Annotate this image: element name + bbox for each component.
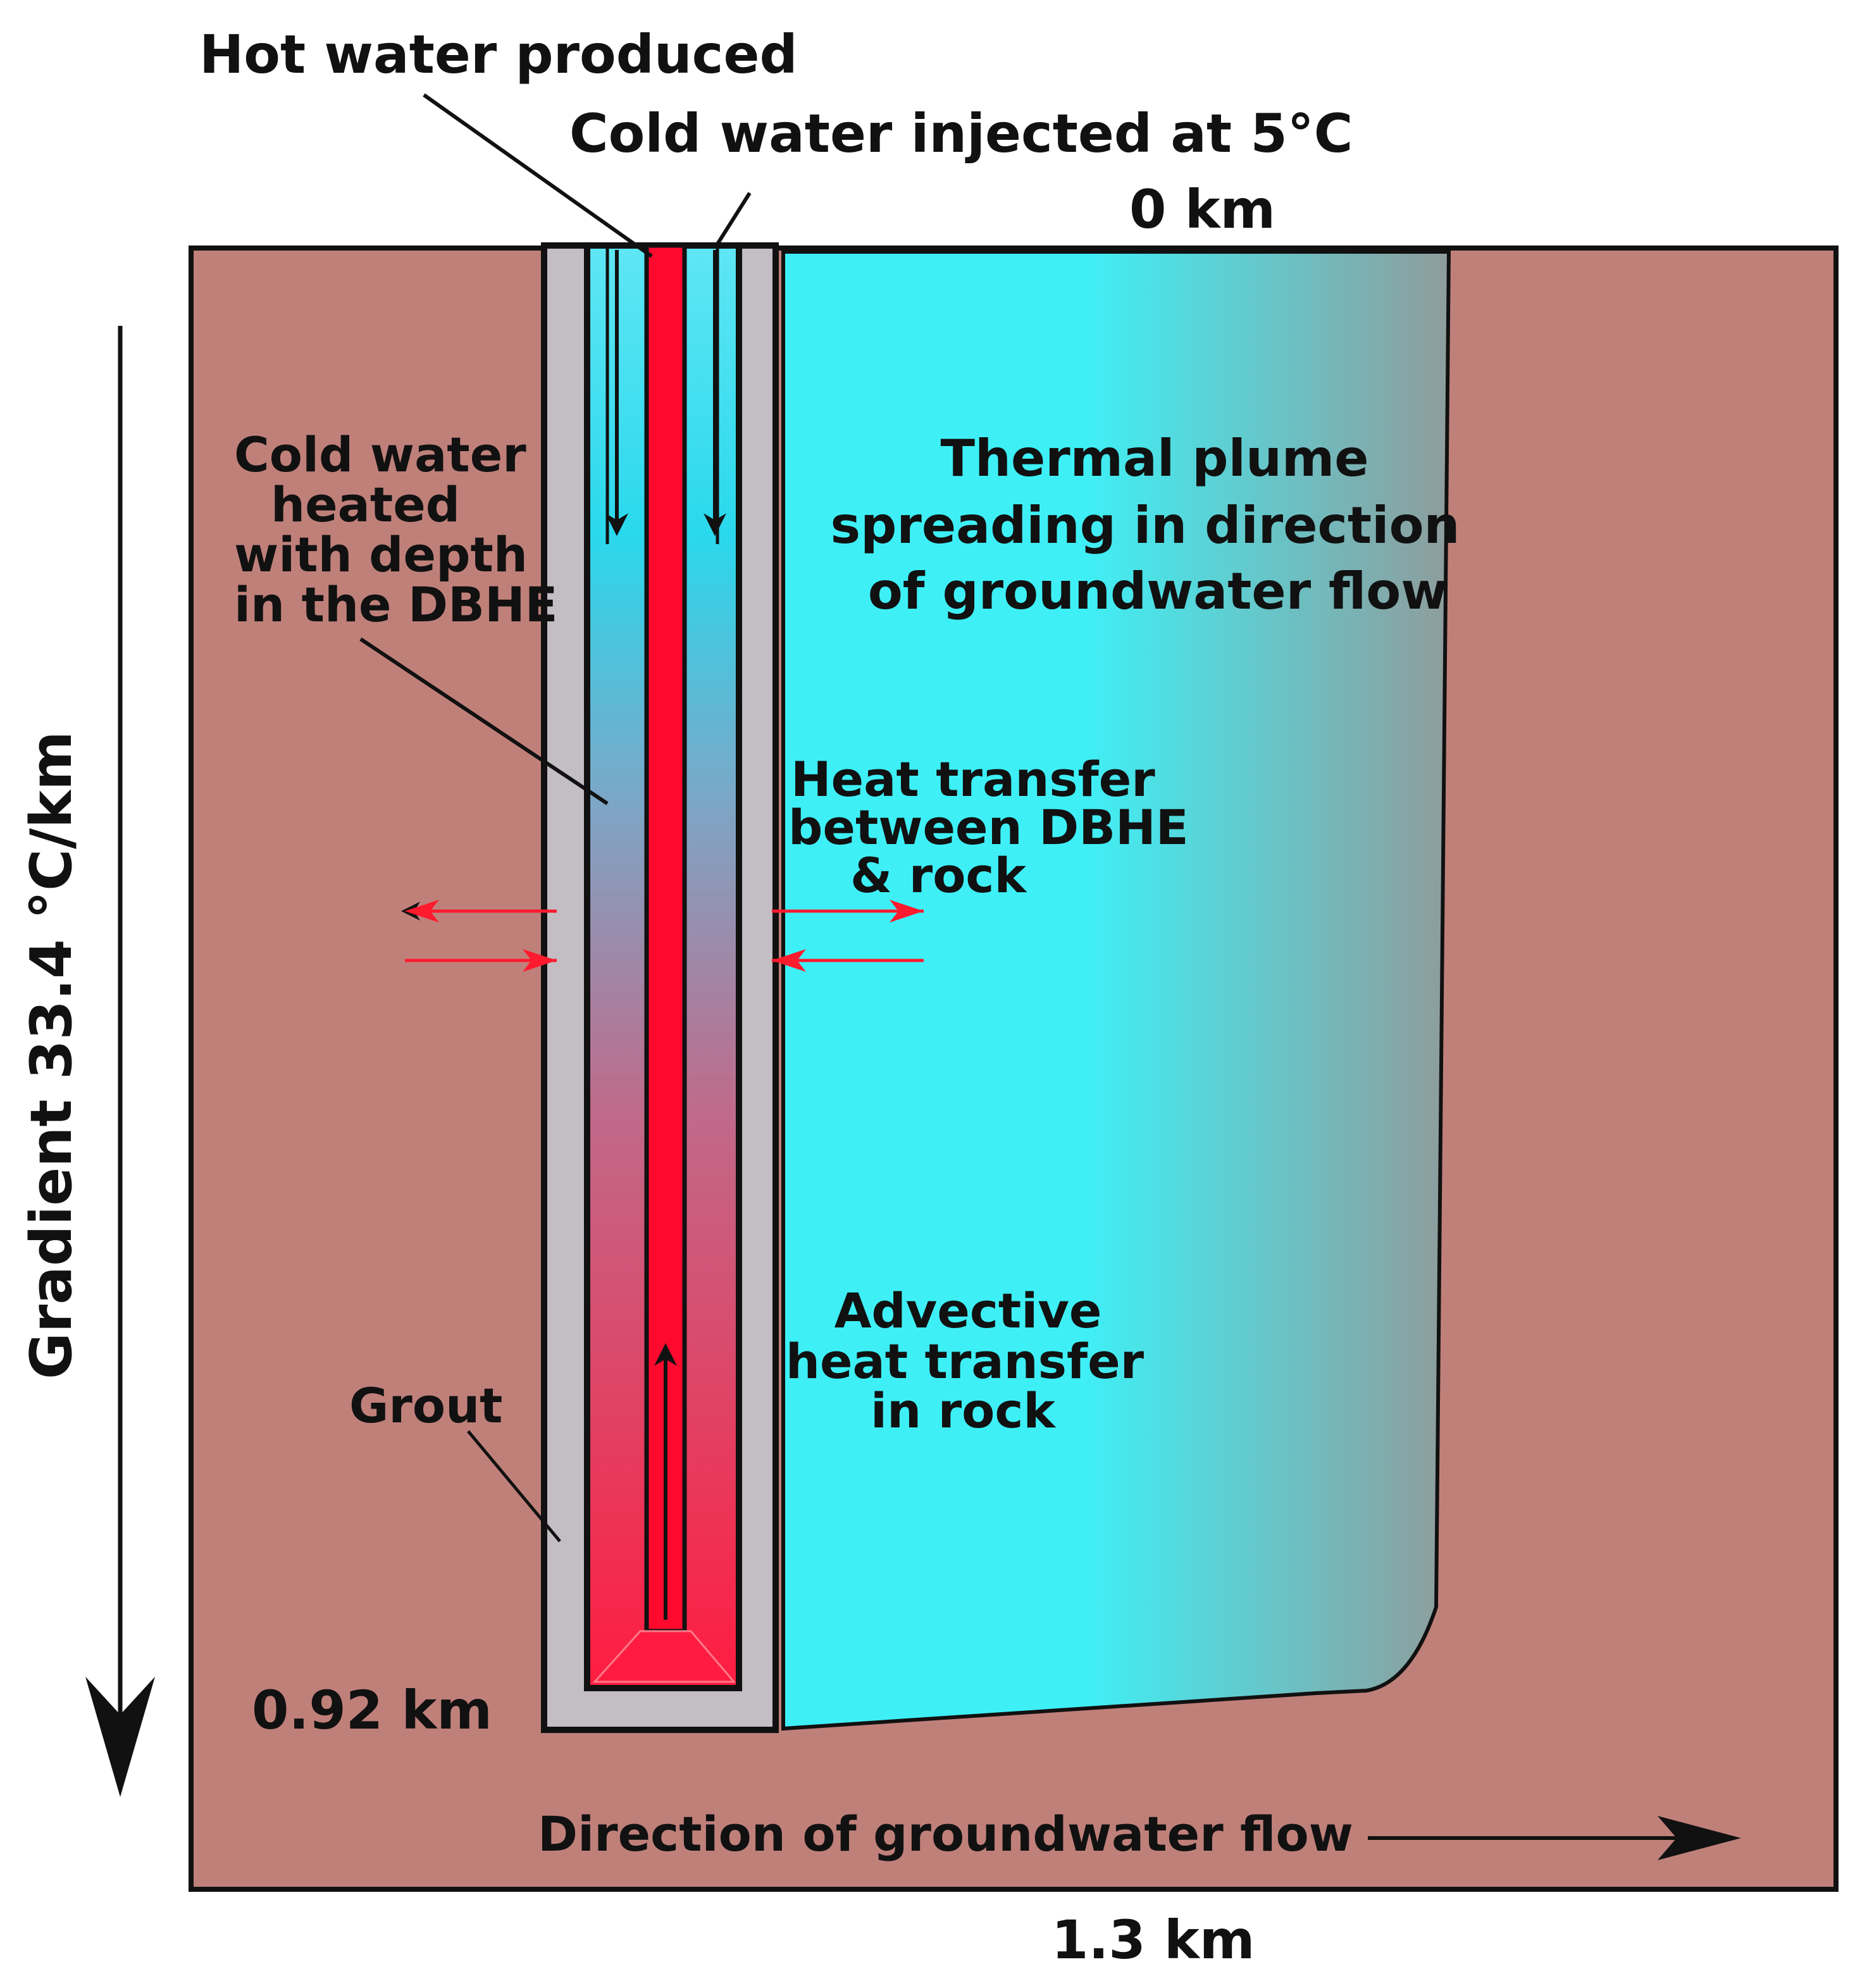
plume-label-2: spreading in direction [831, 496, 1460, 555]
cold-heated-label-1: Cold water [234, 426, 526, 483]
hot-water-label: Hot water produced [199, 23, 798, 85]
depth-top-label: 0 km [1129, 178, 1275, 240]
heat-arrowhead-right-out [890, 900, 924, 923]
advective-label-2: heat transfer [786, 1333, 1144, 1389]
cold-water-leader [713, 192, 752, 249]
thermal-plume [781, 250, 1451, 1731]
heat-arrowhead-right-in [772, 949, 806, 972]
heat-arrowhead-left-out [405, 900, 439, 923]
advective-label-1: Advective [834, 1283, 1102, 1339]
plume-label-1: Thermal plume [940, 429, 1368, 488]
gradient-arrowhead [85, 1677, 155, 1797]
advective-label-3: in rock [871, 1382, 1056, 1439]
plume-label-3: of groundwater flow [868, 562, 1448, 621]
cold-heated-label-4: in the DBHE [234, 576, 558, 633]
width-label: 1.3 km [1051, 1909, 1255, 1971]
hot-water-leader [423, 93, 653, 258]
grout-leader [467, 1430, 561, 1543]
heat-transfer-label-3: & rock [850, 847, 1027, 904]
cold-heated-label-2: heated [271, 476, 460, 533]
grout-label: Grout [349, 1377, 503, 1434]
gradient-label: Gradient 33.4 °C/km [18, 731, 85, 1379]
heat-transfer-label-2: between DBHE [788, 799, 1189, 855]
cold-injected-label: Cold water injected at 5°C [569, 103, 1353, 165]
heat-arrowhead-left-in [523, 949, 557, 972]
flow-direction-label: Direction of groundwater flow [538, 1806, 1353, 1862]
cold-heated-leader [359, 637, 609, 805]
depth-bottom-label: 0.92 km [252, 1679, 492, 1741]
flow-arrowhead [1658, 1816, 1741, 1860]
cold-heated-label-3: with depth [234, 526, 528, 583]
heat-transfer-label-1: Heat transfer [791, 751, 1155, 807]
pipe-bottom [592, 1630, 736, 1683]
